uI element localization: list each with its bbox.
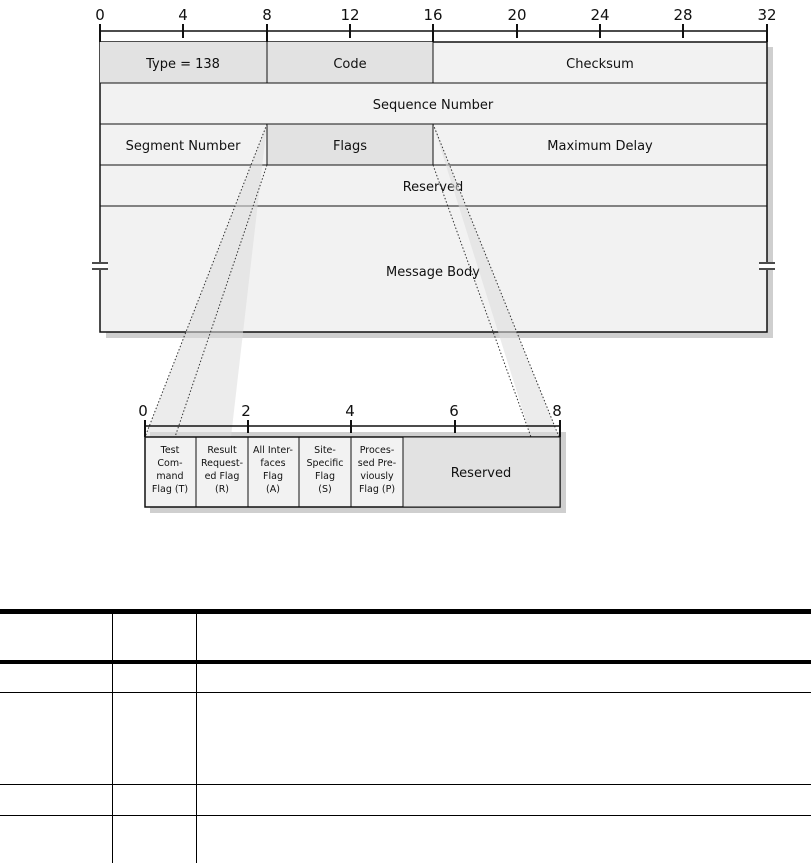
ruler-label: 16 bbox=[423, 6, 442, 24]
ruler-label: 4 bbox=[178, 6, 188, 24]
table-row-rule bbox=[0, 815, 811, 816]
flag-label-line: Com- bbox=[157, 458, 182, 469]
flag-label-line: Proces- bbox=[360, 445, 395, 456]
bit-ruler: 0 4 8 12 16 20 24 28 32 bbox=[95, 6, 777, 42]
zoom-line bbox=[174, 164, 268, 438]
field-maximum-delay: Maximum Delay bbox=[547, 139, 653, 154]
ruler-label: 32 bbox=[757, 6, 776, 24]
field-segment-number: Segment Number bbox=[126, 139, 242, 154]
break-mask-left bbox=[92, 262, 108, 270]
flag-label-line: Specific bbox=[307, 458, 344, 469]
flags-reserved-label: Reserved bbox=[451, 466, 512, 481]
flags-bit-ruler: 0 2 4 6 8 bbox=[138, 402, 562, 437]
flag-label-line: faces bbox=[260, 458, 285, 469]
flag-label-line: Flag (T) bbox=[152, 484, 188, 495]
ruler-label: 8 bbox=[262, 6, 272, 24]
icmp-message-diagram: 0 4 8 12 16 20 24 28 32 Type = 138 Code … bbox=[92, 6, 777, 513]
flag-label-line: viously bbox=[360, 471, 394, 482]
flags-reserved-field bbox=[402, 436, 561, 508]
field-sequence-number: Sequence Number bbox=[373, 98, 494, 113]
field-message-body: Message Body bbox=[386, 265, 480, 280]
ruler-label: 28 bbox=[673, 6, 692, 24]
flag-label-line: (R) bbox=[215, 484, 229, 495]
flag-processed-previously: Proces- sed Pre- viously Flag (P) bbox=[358, 445, 396, 495]
zoom-funnel-left bbox=[145, 124, 267, 437]
flag-label-line: Test bbox=[160, 445, 180, 456]
zoom-line bbox=[432, 123, 560, 438]
flag-label-line: mand bbox=[156, 471, 183, 482]
field-type: Type = 138 bbox=[145, 57, 220, 72]
table-header-rule bbox=[0, 660, 811, 664]
flag-label-line: ed Flag bbox=[205, 471, 240, 482]
break-mask-right bbox=[759, 262, 775, 270]
table-top-rule bbox=[0, 609, 811, 614]
flag-label-line: Flag bbox=[315, 471, 335, 482]
field-reserved: Reserved bbox=[403, 180, 464, 195]
ruler-label: 12 bbox=[340, 6, 359, 24]
flag-label-line: All Inter- bbox=[253, 445, 293, 456]
flag-label-line: sed Pre- bbox=[358, 458, 396, 469]
flag-label-line: (A) bbox=[266, 484, 280, 495]
flags-field-fill bbox=[267, 124, 433, 165]
ruler-label: 2 bbox=[241, 402, 251, 420]
table-row-rule bbox=[0, 692, 811, 693]
ruler-label: 0 bbox=[138, 402, 148, 420]
flag-result-requested: Result Request- ed Flag (R) bbox=[201, 445, 243, 495]
ruler-label: 6 bbox=[449, 402, 459, 420]
flag-label-line: Site- bbox=[314, 445, 336, 456]
field-checksum: Checksum bbox=[566, 57, 634, 72]
flag-all-interfaces: All Inter- faces Flag (A) bbox=[253, 445, 293, 495]
flag-site-specific: Site- Specific Flag (S) bbox=[307, 445, 344, 495]
zoom-line bbox=[432, 164, 532, 438]
field-code: Code bbox=[333, 57, 366, 72]
ruler-label: 24 bbox=[590, 6, 609, 24]
ruler-label: 8 bbox=[552, 402, 562, 420]
ruler-label: 0 bbox=[95, 6, 105, 24]
table-column-divider bbox=[196, 614, 197, 863]
flag-label-line: Request- bbox=[201, 458, 243, 469]
flag-label-line: Flag bbox=[263, 471, 283, 482]
flag-label-line: Result bbox=[207, 445, 237, 456]
field-table bbox=[0, 609, 811, 863]
ruler-label: 4 bbox=[345, 402, 355, 420]
flag-label-line: (S) bbox=[318, 484, 331, 495]
flag-test-command: Test Com- mand Flag (T) bbox=[152, 445, 188, 495]
table-row-rule bbox=[0, 784, 811, 785]
flag-label-line: Flag (P) bbox=[359, 484, 395, 495]
field-flags: Flags bbox=[333, 139, 367, 154]
table-column-divider bbox=[112, 614, 113, 863]
ruler-label: 20 bbox=[507, 6, 526, 24]
